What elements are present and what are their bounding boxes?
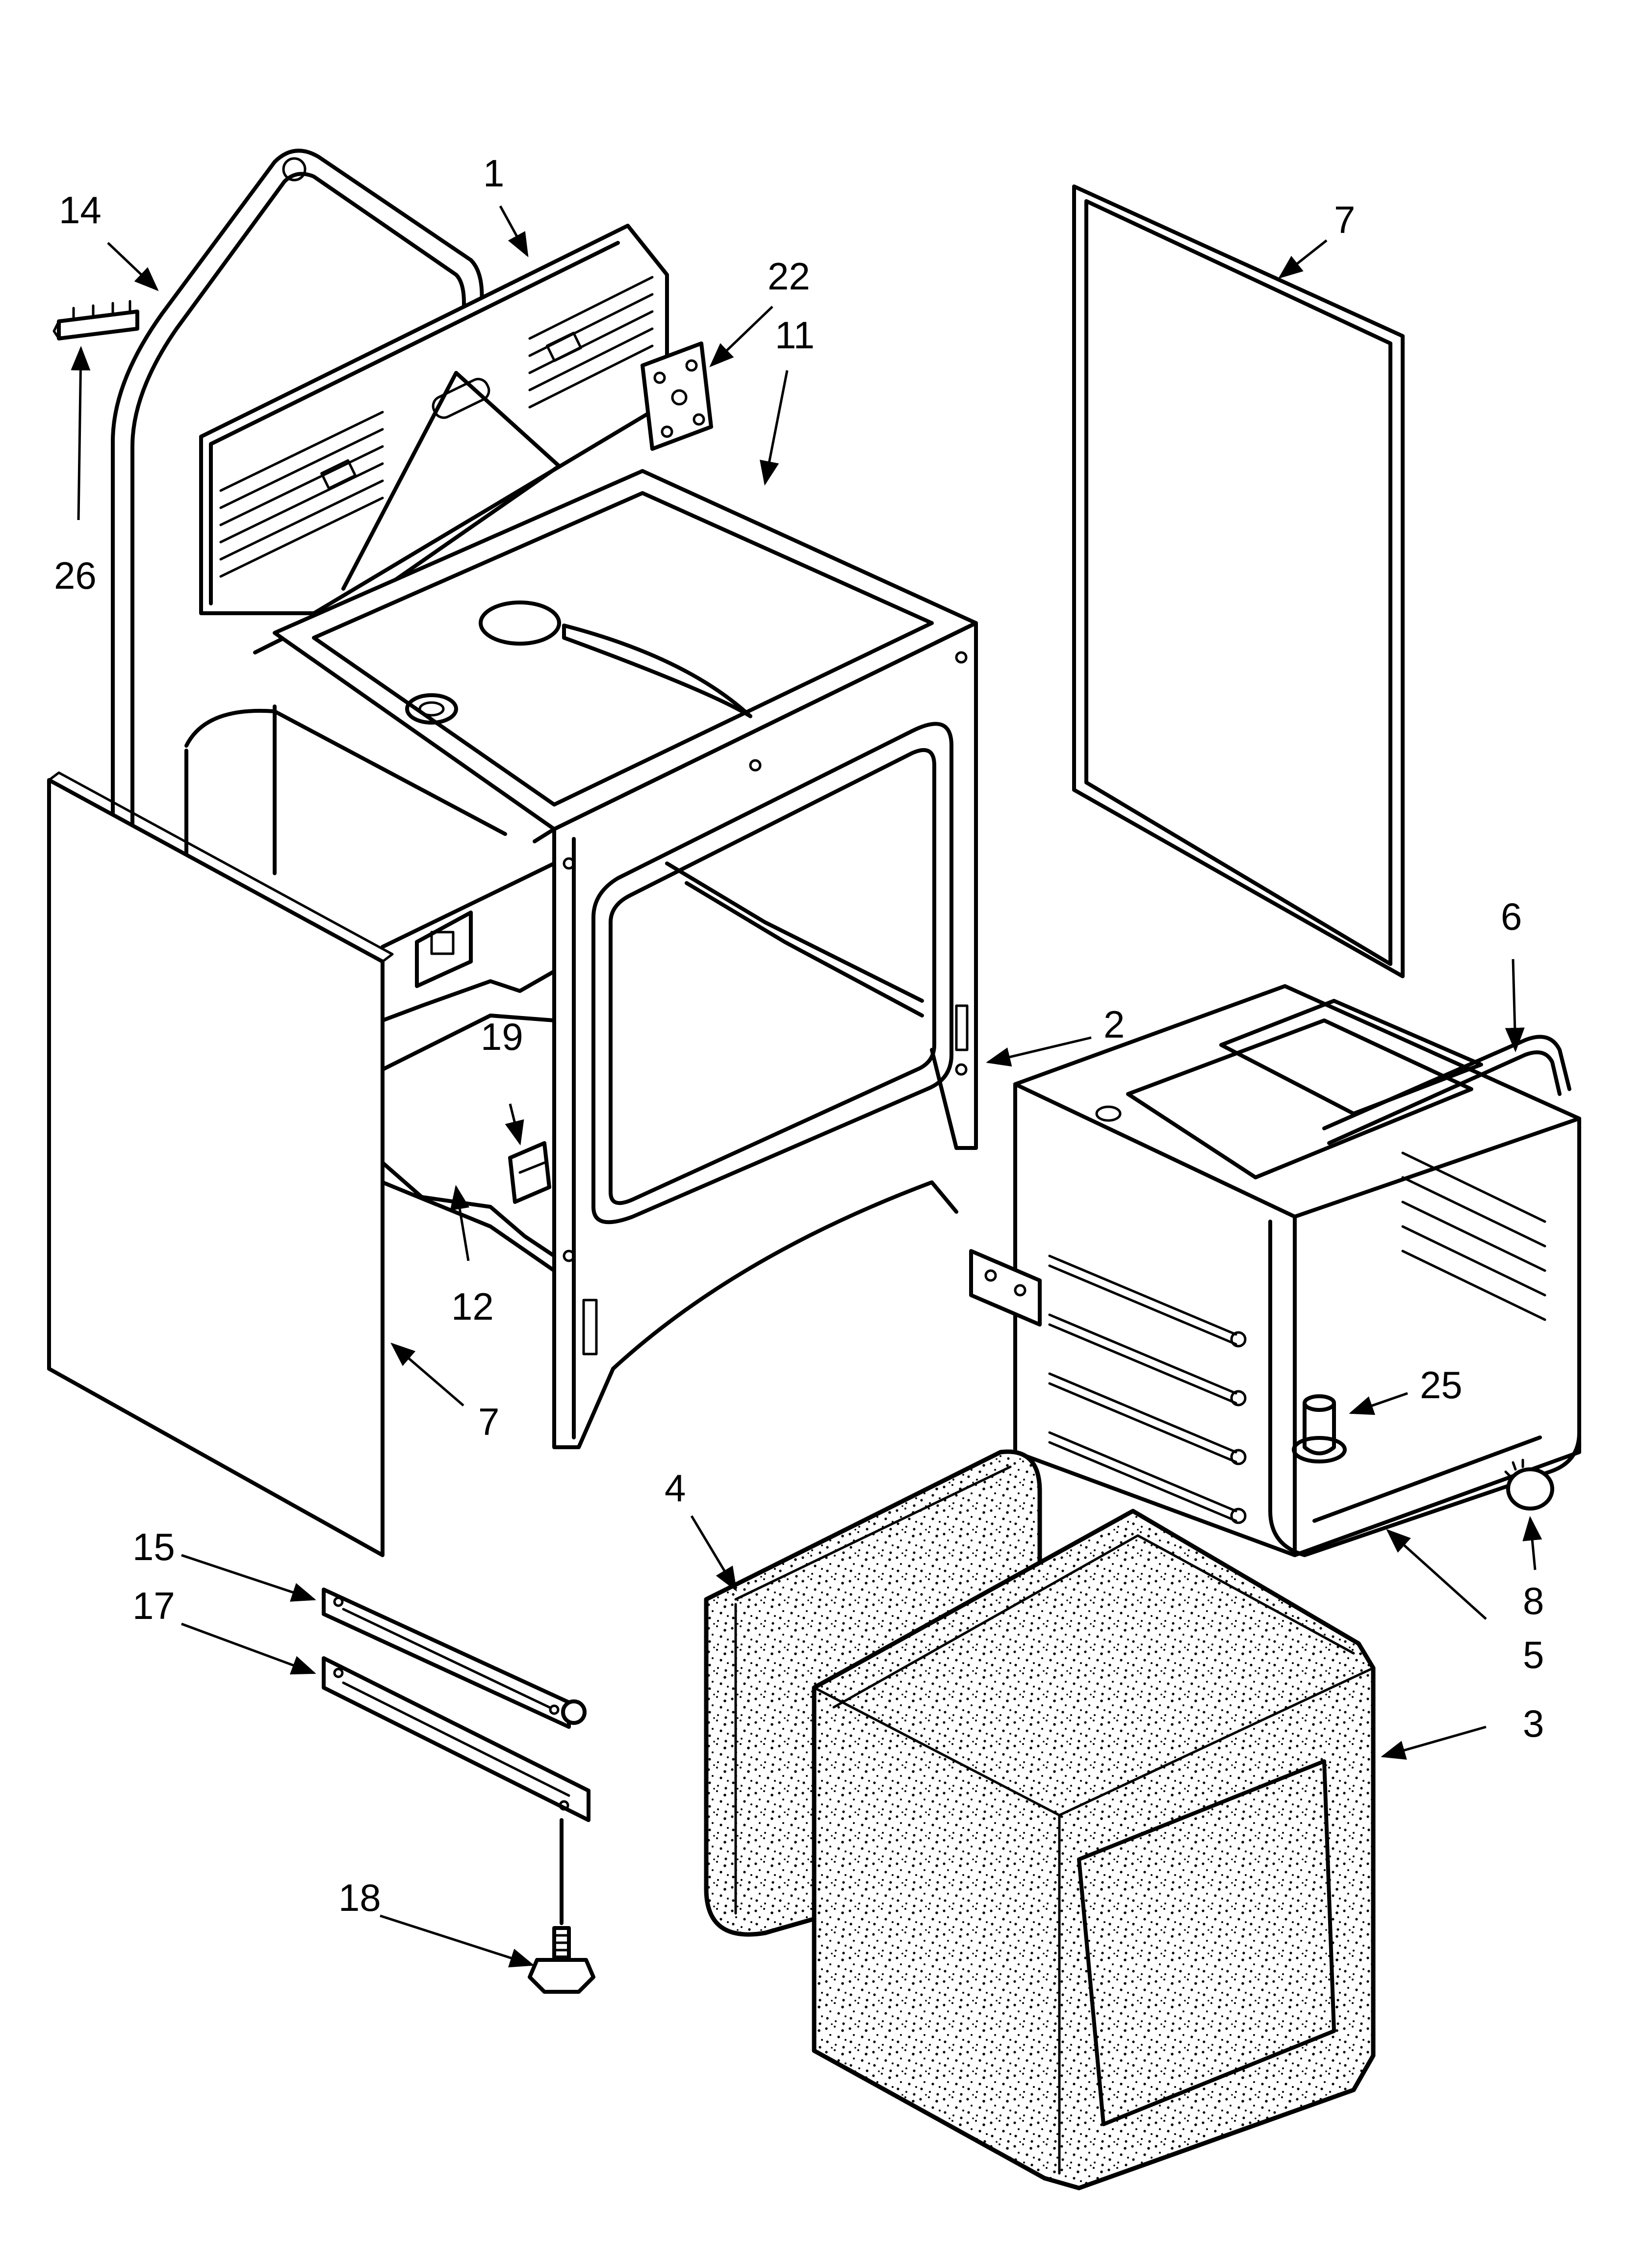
callout-7-bottom: 7 <box>478 1400 499 1443</box>
callout-26: 26 <box>54 554 97 597</box>
callout-2: 2 <box>1103 1003 1125 1046</box>
rack-support-part-6 <box>1322 1035 1571 1145</box>
chassis-frame-part-2 <box>184 621 978 1449</box>
callout-6: 6 <box>1501 895 1522 938</box>
callout-19: 19 <box>481 1015 523 1058</box>
callout-25: 25 <box>1420 1363 1462 1407</box>
callout-17: 17 <box>132 1584 175 1627</box>
callout-7-top: 7 <box>1334 198 1355 241</box>
lower-rail-part-12 <box>381 1161 556 1273</box>
drawer-slide-part-17 <box>322 1656 590 1822</box>
terminal-block-part-26 <box>52 300 139 340</box>
small-bracket-part-19 <box>508 1141 551 1204</box>
callout-22: 22 <box>768 255 810 298</box>
callout-4: 4 <box>665 1466 686 1510</box>
callout-1: 1 <box>483 152 504 195</box>
callout-3: 3 <box>1523 1702 1544 1745</box>
cavity-insulation-part-3 <box>812 1509 1376 2190</box>
callout-labels: 1 22 11 14 26 7 6 2 19 12 7 25 8 5 4 3 1… <box>54 152 1544 1919</box>
callout-12: 12 <box>451 1285 494 1328</box>
callout-11: 11 <box>775 313 815 357</box>
callout-15: 15 <box>132 1525 175 1568</box>
leveling-leg-part-18 <box>528 1818 595 1994</box>
side-panel-right-part-7 <box>1072 184 1405 978</box>
callout-18: 18 <box>338 1876 381 1919</box>
hinge-bracket-part-22 <box>641 341 713 451</box>
drawer-slide-part-15 <box>322 1588 587 1729</box>
frame-tube-part-14 <box>111 149 484 875</box>
lamp-socket-part-25 <box>1292 1394 1347 1463</box>
callout-8: 8 <box>1523 1579 1544 1622</box>
side-panel-left-part-7 <box>47 771 394 1557</box>
lamp-lens-part-8 <box>1504 1459 1554 1511</box>
callout-14: 14 <box>59 188 102 232</box>
oven-cavity-part-5 <box>969 984 1581 1557</box>
callout-5: 5 <box>1523 1633 1544 1676</box>
leader-arrows <box>71 205 1542 1968</box>
